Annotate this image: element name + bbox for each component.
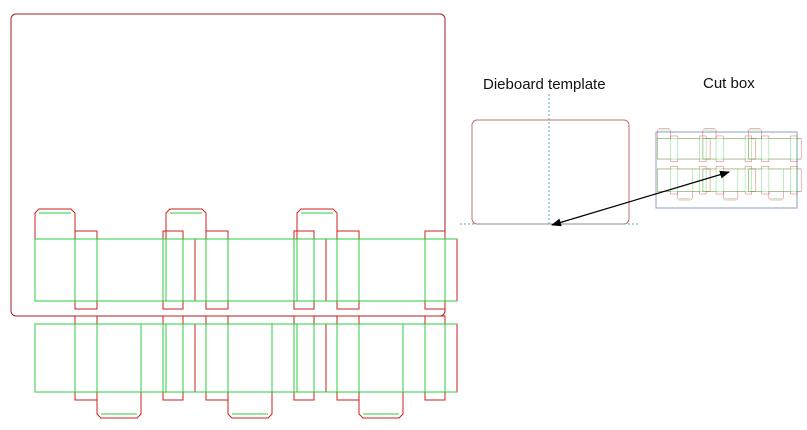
placement-arrow: [551, 170, 730, 227]
dieboard-template-label: Dieboard template: [483, 76, 606, 93]
mini-box-net: [748, 128, 802, 162]
box-net: [165, 208, 327, 310]
box-nets-row-2: [34, 315, 458, 419]
dieboard-sheet: [10, 13, 458, 419]
mini-box-net: [702, 166, 756, 201]
cut-box-frame: [655, 131, 798, 209]
box-nets-row-1: [34, 208, 458, 310]
mini-box-net: [657, 166, 711, 201]
cut-box-thumbnail: [655, 128, 802, 209]
box-net: [296, 315, 458, 419]
mini-box-net: [657, 128, 711, 162]
box-net: [34, 315, 196, 419]
mini-box-net: [748, 166, 802, 201]
cut-box-label: Cut box: [703, 75, 755, 92]
cut-box-nets: [657, 128, 802, 201]
mini-box-net: [702, 128, 756, 162]
box-net: [296, 208, 458, 310]
box-net: [34, 208, 196, 310]
box-net: [165, 315, 327, 419]
